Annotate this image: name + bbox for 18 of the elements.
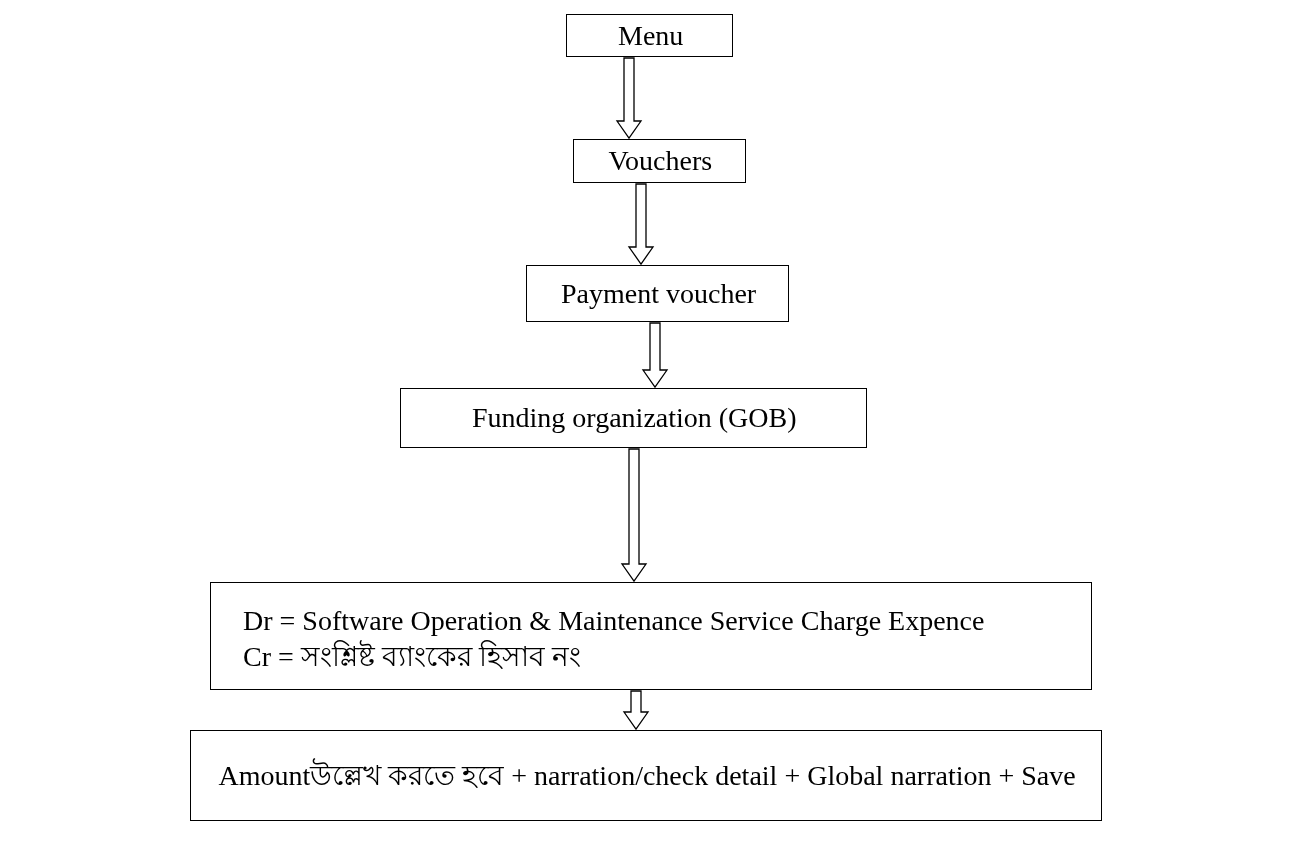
box-label: Payment voucher <box>561 277 757 310</box>
process-box <box>190 730 1102 821</box>
process-box <box>566 14 733 57</box>
box-label: Dr = Software Operation & Maintenance Service Charge Expence <box>243 605 985 637</box>
process-box <box>400 388 867 448</box>
arrow <box>620 448 648 583</box>
arrow <box>627 183 655 266</box>
box-label: Funding organization (GOB) <box>472 402 797 434</box>
box-label: Amountউল্লেখ করতে হবে + narration/check detail + Global narration + Save <box>218 759 1076 792</box>
process-box <box>573 139 746 183</box>
box-label: Vouchers <box>608 145 713 177</box>
arrow <box>622 690 650 731</box>
box-label: Menu <box>618 19 684 52</box>
process-box <box>210 582 1092 690</box>
arrow <box>641 322 669 389</box>
process-box <box>526 265 789 322</box>
arrow <box>615 57 643 140</box>
box-label: Cr = সংশ্লিষ্ট ব্যাংকের হিসাব নং <box>243 641 581 673</box>
